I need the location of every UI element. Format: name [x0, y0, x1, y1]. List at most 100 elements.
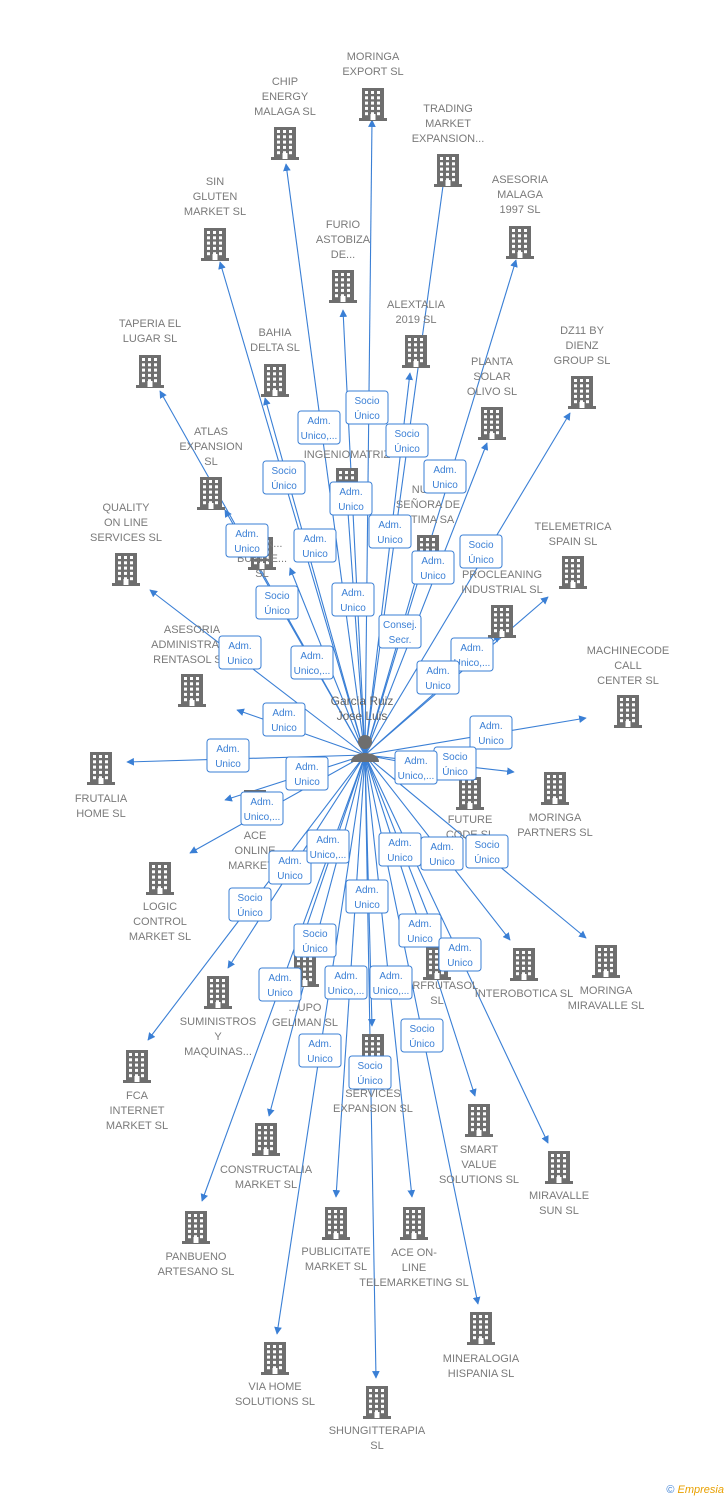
company-name-line: ALEXTALIA [387, 299, 446, 311]
role-badge-via-home[interactable]: Adm.Unico [345, 879, 389, 914]
role-badge-sunny-services[interactable]: Adm.Unico,... [324, 965, 368, 1000]
role-badge-bahia-delta[interactable]: Adm.Unico [293, 528, 337, 563]
role-badge-asesoria-admin[interactable]: Adm.Unico [262, 702, 306, 737]
company-name-line: ACE ON- [391, 1247, 437, 1259]
role-badge-asesoria-malaga[interactable]: Adm.Unico [423, 459, 467, 494]
company-node-telemetrica[interactable]: TELEMETRICA SPAIN SL [534, 521, 612, 589]
role-badge-publicitate[interactable]: Adm.Unico,... [306, 829, 350, 864]
role-badge-alextalia[interactable]: Adm.Unico [368, 514, 412, 549]
role-badge-constructalia[interactable]: Adm.Unico [258, 967, 302, 1002]
role-badge-planta-solar[interactable]: Adm.Unico [411, 550, 455, 585]
company-name-line: TELEMETRICA [534, 521, 612, 533]
role-badge-machinecode[interactable]: Adm.Unico [469, 715, 513, 750]
company-node-trading-market[interactable]: TRADINGMARKETEXPANSION... [412, 103, 485, 187]
role-label: Unico [478, 736, 504, 747]
role-badge-telemetrica[interactable]: Adm.Unico,... [450, 637, 494, 672]
role-badge-chip-energy[interactable]: Adm.Unico,... [297, 410, 341, 445]
panbueno-building-icon [182, 1211, 210, 1244]
role-label: Unico [227, 656, 253, 667]
company-name-line: PUBLICITATE [301, 1246, 370, 1258]
company-name-line: ON LINE [104, 517, 148, 529]
role-badge-smart-value[interactable]: Adm.Unico [438, 937, 482, 972]
footer-brand[interactable]: © Empresia [666, 1484, 724, 1496]
company-name-line: SPAIN SL [549, 536, 598, 548]
planta-solar-building-icon [478, 407, 506, 440]
role-badge-miravalle-sun[interactable]: Adm.Unico,... [369, 965, 413, 1000]
role-badge-taperia[interactable]: Adm.Unico [225, 523, 269, 558]
role-label: Adm. [278, 856, 301, 867]
company-node-suministros[interactable]: SUMINISTROSYMAQUINAS... [180, 976, 256, 1058]
role-badge-nuestra-senora[interactable]: Consej.Secr. [378, 614, 422, 649]
role-badge-quality-online[interactable]: Adm.Unico [218, 635, 262, 670]
company-node-interobotica[interactable]: INTEROBOTICA SL [475, 948, 573, 1000]
role-label: Adm. [235, 529, 258, 540]
company-name-line: EXPANSION... [412, 133, 485, 145]
role-badge-procleaning[interactable]: Adm.Unico [416, 660, 460, 695]
role-badge-panbueno[interactable]: Adm.Unico [298, 1033, 342, 1068]
role-badge-ace-online-market[interactable]: Adm.Unico,... [240, 791, 284, 826]
role-badge-fca-internet[interactable]: Adm.Unico [268, 850, 312, 885]
suministros-building-icon [204, 976, 232, 1009]
role-label: Único [271, 479, 297, 492]
company-name-line: VALUE [461, 1159, 496, 1171]
role-badge-ingeniomatriz[interactable]: Adm.Unico [331, 582, 375, 617]
role-badge-frutalia[interactable]: Adm.Unico [206, 738, 250, 773]
company-node-furio[interactable]: FURIOASTOBIZADE... [316, 219, 371, 303]
miravalle-sun-building-icon [545, 1151, 573, 1184]
role-label: Adm. [430, 842, 453, 853]
shungitterapia-building-icon [363, 1386, 391, 1419]
role-badge-furio[interactable]: Adm.Unico [329, 481, 373, 516]
role-badge-logic-control[interactable]: Adm.Unico [285, 756, 329, 791]
role-badge-interobotica[interactable]: Adm.Unico [420, 836, 464, 871]
company-name-line: ARTESANO SL [158, 1266, 235, 1278]
edge-trading-market [364, 163, 449, 756]
role-badge-market-business[interactable]: Adm.Unico,... [290, 645, 334, 680]
role-badge-superfrutasol[interactable]: Adm.Unico [398, 913, 442, 948]
role-badge-future-code[interactable]: Adm.Unico,... [394, 750, 438, 785]
company-name-line: MARKET [425, 118, 471, 130]
role-badge-ace-online-tele[interactable]: Adm.Unico [378, 832, 422, 867]
center-person-node[interactable]: Garcia Ruiz Jose Luis [331, 694, 394, 762]
company-name-line: SL [430, 995, 443, 1007]
